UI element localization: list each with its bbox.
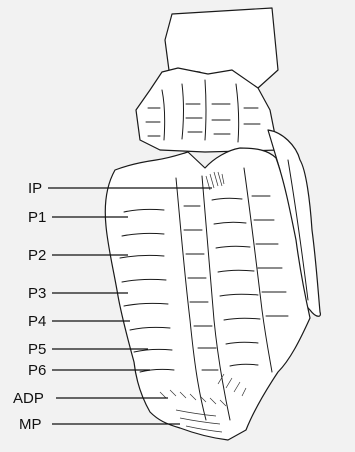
label-ip: IP (28, 180, 42, 197)
main-body (105, 148, 310, 440)
label-p3: P3 (28, 285, 46, 302)
label-adp: ADP (13, 390, 44, 407)
label-p6: P6 (28, 362, 46, 379)
label-p2: P2 (28, 247, 46, 264)
label-p1: P1 (28, 209, 46, 226)
label-p5: P5 (28, 341, 46, 358)
label-p4: P4 (28, 313, 46, 330)
label-mp: MP (19, 416, 42, 433)
labels: IP P1 P2 P3 P4 P5 P6 ADP MP (13, 180, 46, 433)
